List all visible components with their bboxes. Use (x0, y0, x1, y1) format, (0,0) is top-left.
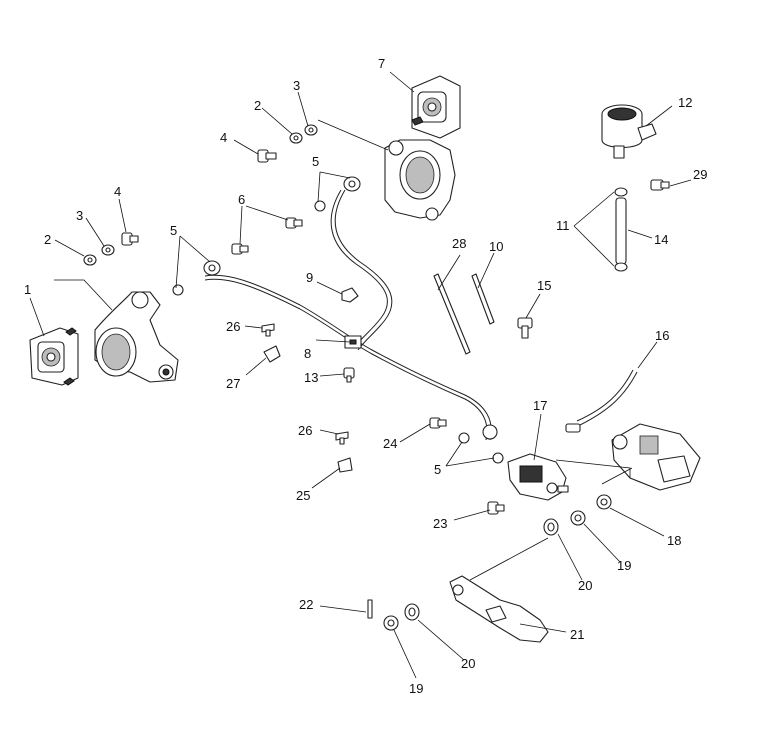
callout-2-top: 2 (254, 98, 261, 113)
callout-9: 9 (306, 270, 313, 285)
callout-8: 8 (304, 346, 311, 361)
brake-lines (204, 189, 638, 441)
callout-19-lower: 19 (409, 681, 423, 696)
callout-17: 17 (533, 398, 547, 413)
callout-3-top: 3 (293, 78, 300, 93)
callout-5-left: 5 (170, 223, 177, 238)
callout-5-lower: 5 (434, 462, 441, 477)
callout-2-left: 2 (44, 232, 51, 247)
callout-6: 6 (238, 192, 245, 207)
leader-lines (29, 71, 692, 679)
callout-27: 27 (226, 376, 240, 391)
brake-pedal (449, 575, 549, 643)
callout-25: 25 (296, 488, 310, 503)
callout-20-right: 20 (578, 578, 592, 593)
callout-5-top: 5 (312, 154, 319, 169)
callout-19-right: 19 (617, 558, 631, 573)
callout-16: 16 (655, 328, 669, 343)
callout-24: 24 (383, 436, 397, 451)
callout-21: 21 (570, 627, 584, 642)
pin-22 (367, 599, 373, 619)
callout-10: 10 (489, 239, 503, 254)
callout-4-left: 4 (114, 184, 121, 199)
banjo-fittings (172, 176, 504, 464)
bolt-29 (650, 179, 670, 191)
fitting-15 (517, 317, 533, 339)
pins (433, 273, 495, 355)
fasteners-top (231, 124, 318, 255)
clip-18 (596, 494, 612, 510)
callout-4-top: 4 (220, 130, 227, 145)
reservoir (601, 104, 657, 159)
pedal-housing (611, 423, 701, 491)
fittings-26-27 (261, 323, 353, 473)
callout-29: 29 (693, 167, 707, 182)
callout-15: 15 (537, 278, 551, 293)
clip-9 (341, 287, 359, 303)
callout-23: 23 (433, 516, 447, 531)
bushings (383, 510, 586, 631)
callout-18: 18 (667, 533, 681, 548)
callout-26-upper: 26 (226, 319, 240, 334)
callout-3-left: 3 (76, 208, 83, 223)
fasteners-left (83, 232, 139, 266)
caliper-top (411, 75, 461, 139)
callout-11: 11 (556, 218, 570, 233)
caliper-bracket-left (94, 291, 179, 383)
callout-28: 28 (452, 236, 466, 251)
bolt-23 (487, 501, 505, 515)
callout-13: 13 (304, 370, 318, 385)
callout-22: 22 (299, 597, 313, 612)
reservoir-hose (614, 187, 628, 272)
caliper-left (29, 327, 79, 386)
bleeder-13 (343, 367, 355, 383)
callout-14: 14 (654, 232, 668, 247)
callout-20-lower: 20 (461, 656, 475, 671)
callout-labels: 1 2 2 3 3 4 4 5 5 5 6 7 8 9 10 11 12 13 … (24, 56, 707, 696)
callout-12: 12 (678, 95, 692, 110)
bolt-24 (429, 417, 447, 429)
callout-1: 1 (24, 282, 31, 297)
caliper-bracket-top (384, 139, 456, 221)
master-cylinder (507, 453, 569, 501)
cable-16 (565, 423, 581, 433)
callout-7: 7 (378, 56, 385, 71)
callout-26-lower: 26 (298, 423, 312, 438)
